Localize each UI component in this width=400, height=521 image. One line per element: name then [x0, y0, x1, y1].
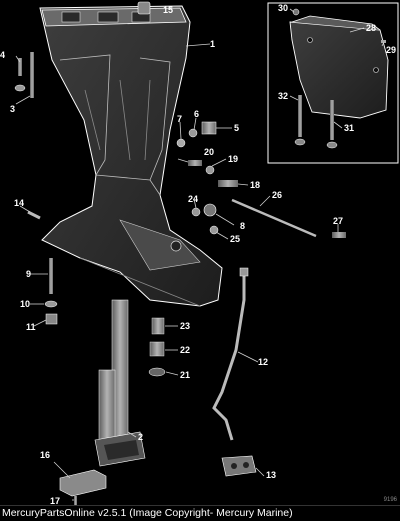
callout-32: 32: [278, 91, 288, 101]
callout-24: 24: [188, 194, 198, 204]
callout-31: 31: [344, 123, 354, 133]
bracket: [59, 469, 107, 505]
callout-9: 9: [26, 269, 31, 279]
callout-30: 30: [278, 3, 288, 13]
callout-20: 20: [204, 147, 214, 157]
callout-25: 25: [230, 234, 240, 244]
callout-15: 15: [163, 5, 173, 15]
exploded-parts-diagram: 1 2 3 4 5 6 7 8 9 10 11 12 13 14 15 16 1…: [0, 1, 399, 505]
callout-1: 1: [210, 39, 215, 49]
inset-detail: [267, 2, 399, 164]
callout-18: 18: [250, 180, 260, 190]
callout-21: 21: [180, 370, 190, 380]
callout-6: 6: [194, 109, 199, 119]
callout-11: 11: [26, 322, 36, 332]
leader-lines: [15, 8, 385, 501]
water-tube: [212, 267, 257, 477]
callout-2: 2: [138, 432, 143, 442]
callout-3: 3: [10, 104, 15, 114]
callout-13: 13: [266, 470, 276, 480]
small-parts: [14, 1, 346, 377]
callout-19: 19: [228, 154, 238, 164]
callout-12: 12: [258, 357, 268, 367]
callouts: 1 2 3 4 5 6 7 8 9 10 11 12 13 14 15 16 1…: [0, 3, 396, 505]
callout-7: 7: [177, 114, 182, 124]
callout-4: 4: [0, 50, 5, 60]
sheet-code: 9196: [383, 497, 397, 503]
callout-23: 23: [180, 321, 190, 331]
callout-10: 10: [20, 299, 30, 309]
callout-29: 29: [386, 45, 396, 55]
callout-27: 27: [333, 216, 343, 226]
driveshaft-tubes: [94, 299, 146, 467]
caption-bar: MercuryPartsOnline v2.5.1 (Image Copyrig…: [0, 505, 400, 521]
callout-22: 22: [180, 345, 190, 355]
callout-5: 5: [234, 123, 239, 133]
callout-16: 16: [40, 450, 50, 460]
driveshaft-housing: [39, 5, 223, 307]
callout-8: 8: [240, 221, 245, 231]
callout-14: 14: [14, 198, 24, 208]
callout-17: 17: [50, 496, 60, 505]
copyright-caption: MercuryPartsOnline v2.5.1 (Image Copyrig…: [2, 507, 293, 519]
callout-26: 26: [272, 190, 282, 200]
callout-28: 28: [366, 23, 376, 33]
